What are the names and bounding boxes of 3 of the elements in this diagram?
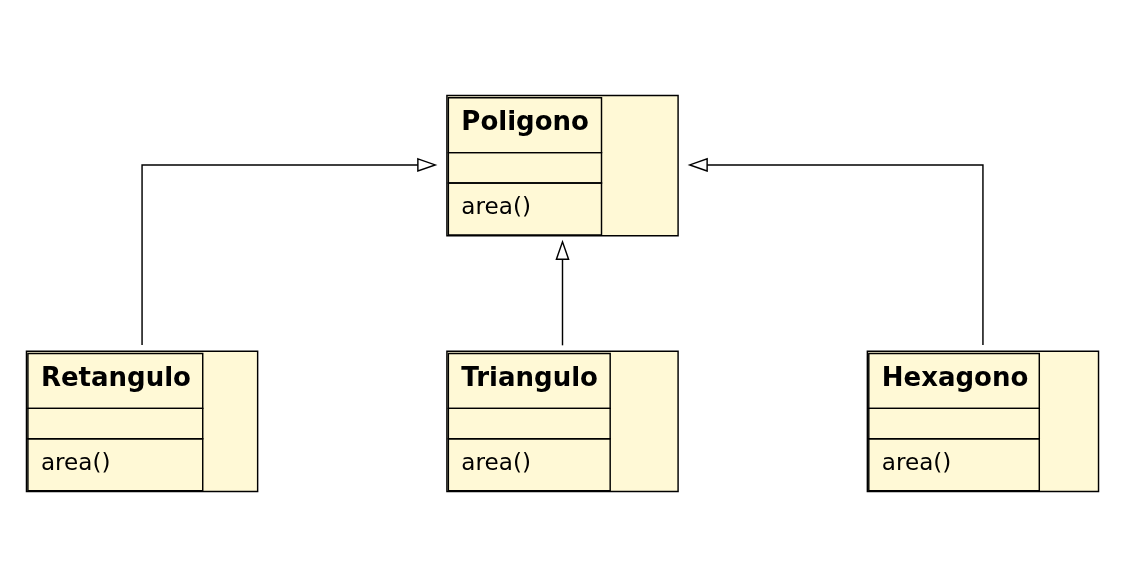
arrow xyxy=(687,157,984,346)
arrow xyxy=(141,157,438,346)
arrow xyxy=(555,239,570,346)
